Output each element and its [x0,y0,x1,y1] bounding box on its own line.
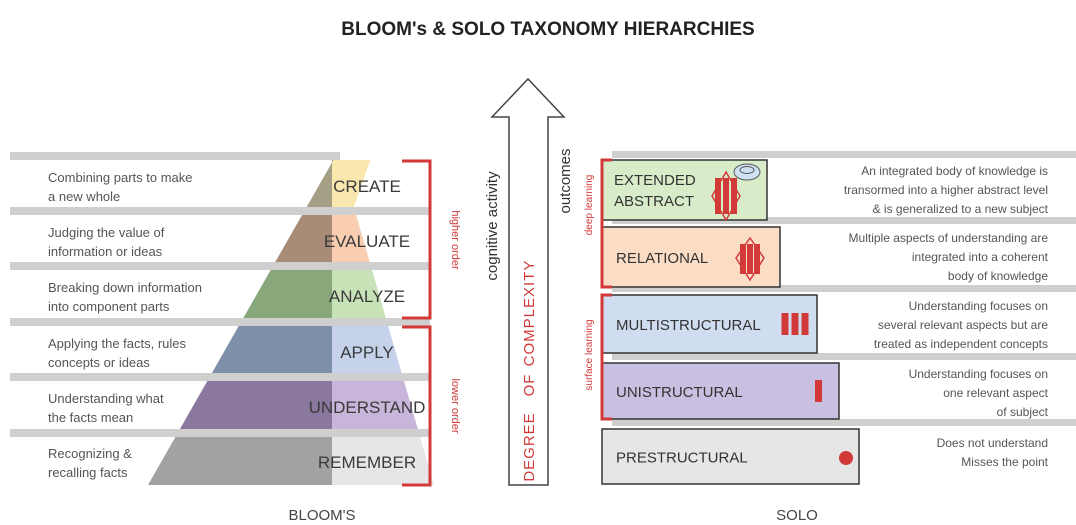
bloom-level-description: information or ideas [48,244,163,259]
bloom-level-description: Understanding what [48,391,164,406]
higher-order-label: higher order [449,210,461,270]
bloom-level-description: Recognizing & [48,446,132,461]
solo-level-description: Multiple aspects of understanding are [849,231,1049,245]
bloom-level-description: a new whole [48,189,120,204]
solo-separator-band [612,217,1076,224]
bloom-wedge-face [148,437,332,485]
solo-level-label: EXTENDED [614,172,696,189]
bloom-separator-band [10,207,430,215]
relational-icon [735,236,765,282]
bloom-level-label: CREATE [333,177,401,196]
prestructural-icon [839,451,853,465]
solo-level-description: one relevant aspect [943,386,1048,400]
complexity-word: DEGREE [521,412,538,481]
bloom-level-fill [332,215,370,262]
complexity-arrow [490,77,566,486]
cognitive-activity-label: cognitive activity [484,171,501,281]
solo-level-description: Misses the point [961,455,1048,469]
solo-level-description: & is generalized to a new subject [873,202,1049,216]
solo-level-description: Understanding focuses on [909,299,1048,313]
solo-level-description: of subject [997,405,1049,419]
bloom-wedge-face [243,270,332,318]
bloom-level-description: Applying the facts, rules [48,336,187,351]
bloom-separator-band [10,262,430,270]
solo-level-description: transormed into a higher abstract level [844,183,1048,197]
bloom-wedge-face [275,215,332,262]
bloom-separator-band [10,373,430,381]
bloom-wedge-face [211,326,332,373]
bloom-level-description: into component parts [48,299,170,314]
solo-level-description: several relevant aspects but are [878,318,1048,332]
complexity-word: COMPLEXITY [521,260,538,367]
bloom-level-label: EVALUATE [324,232,410,251]
bloom-wedge-face [306,160,334,207]
blooms-pyramid: CREATE Combining parts to make a new whole… [10,152,461,487]
bloom-level-description: recalling facts [48,465,128,480]
solo-level-description: integrated into a coherent [912,250,1049,264]
solo-level-label: UNISTRUCTURAL [616,384,743,401]
solo-level-description: Does not understand [937,436,1048,450]
solo-level-description: An integrated body of knowledge is [861,164,1048,178]
extended-abstract-icon [711,163,761,222]
bloom-level-label: REMEMBER [318,453,416,472]
bloom-level-label: ANALYZE [329,287,405,306]
bloom-level-fill [332,160,371,207]
blooms-footer: BLOOM'S [288,507,355,524]
solo-level-box [601,428,860,485]
outcomes-label: outcomes [557,148,574,213]
surface-learning-label: surface learning [584,319,595,390]
solo-level-label: PRESTRUCTURAL [616,450,748,467]
bloom-level-fill [332,381,418,429]
solo-level-description: body of knowledge [948,269,1048,283]
lower-order-label: lower order [449,378,461,433]
unistructural-icon [815,380,822,402]
bloom-level-fill [332,326,402,373]
solo-separator-band [612,353,1076,360]
page-title: BLOOM's & SOLO TAXONOMY HIERARCHIES [341,19,754,40]
complexity-word: OF [521,374,538,397]
solo-separator-band [612,419,1076,426]
solo-footer: SOLO [776,507,818,524]
solo-level-description: Understanding focuses on [909,367,1048,381]
deep-learning-label: deep learning [584,175,595,236]
solo-level-box [601,294,818,354]
bloom-separator-band [10,152,340,160]
solo-level-description: treated as independent concepts [874,337,1048,351]
solo-level-label: RELATIONAL [616,250,708,267]
solo-level-label: MULTISTRUCTURAL [616,317,761,334]
solo-separator-band [612,285,1076,292]
bloom-level-label: UNDERSTAND [309,398,426,417]
bloom-level-description: concepts or ideas [48,355,150,370]
solo-separator-band [612,151,1076,158]
bloom-level-label: APPLY [340,343,394,362]
lower-order-brace [402,325,432,487]
bloom-separator-band [10,429,430,437]
solo-staircase: EXTENDED ABSTRACT An integrated body of kn… [584,151,1076,485]
bloom-level-description: the facts mean [48,410,133,425]
bloom-level-fill [332,270,386,318]
bloom-level-description: Judging the value of [48,225,165,240]
bloom-level-description: Breaking down information [48,280,202,295]
solo-level-label: ABSTRACT [614,193,694,210]
higher-order-brace [402,159,432,320]
bloom-wedge-face [179,381,332,429]
multistructural-icon [781,313,809,335]
surface-learning-brace [600,293,612,421]
bloom-separator-band [10,318,430,326]
deep-learning-brace [600,158,612,289]
solo-level-box [601,362,840,420]
bloom-level-fill [332,437,434,485]
bloom-level-description: Combining parts to make [48,170,193,185]
